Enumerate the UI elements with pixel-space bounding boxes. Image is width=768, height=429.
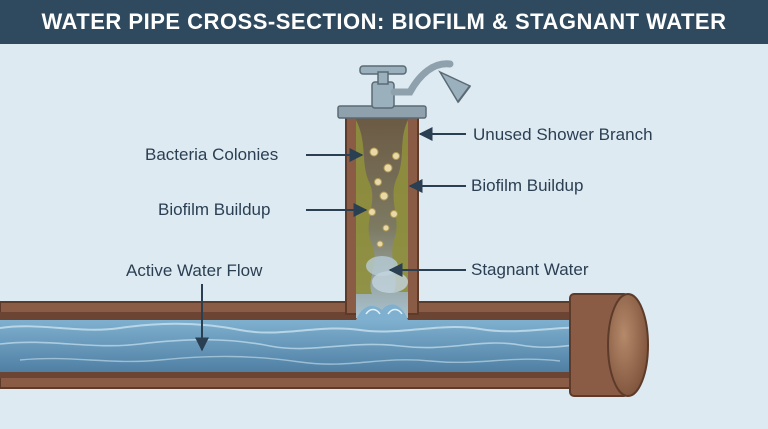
bacteria-colonies [368,147,400,248]
pipe-illustration [0,60,649,397]
label-biofilm-left: Biofilm Buildup [158,200,271,219]
pipe-diagram: Bacteria Colonies Biofilm Buildup Active… [0,44,768,429]
label-stagnant-water: Stagnant Water [471,260,589,279]
annotation-arrows [195,127,466,352]
faucet-handle-icon [359,65,407,109]
vertical-riser-pipe [345,113,419,320]
shower-head-icon [390,60,472,104]
diagram-title: WATER PIPE CROSS-SECTION: BIOFILM & STAG… [41,9,727,34]
label-active-flow: Active Water Flow [126,261,263,280]
label-unused-branch: Unused Shower Branch [473,125,653,144]
label-bacteria-colonies: Bacteria Colonies [145,145,279,164]
title-bar: WATER PIPE CROSS-SECTION: BIOFILM & STAG… [0,0,768,44]
biofilm-right-wall [392,120,408,292]
pipe-end-cap [569,293,649,397]
horizontal-pipe [0,301,611,389]
label-biofilm-right: Biofilm Buildup [471,176,584,195]
